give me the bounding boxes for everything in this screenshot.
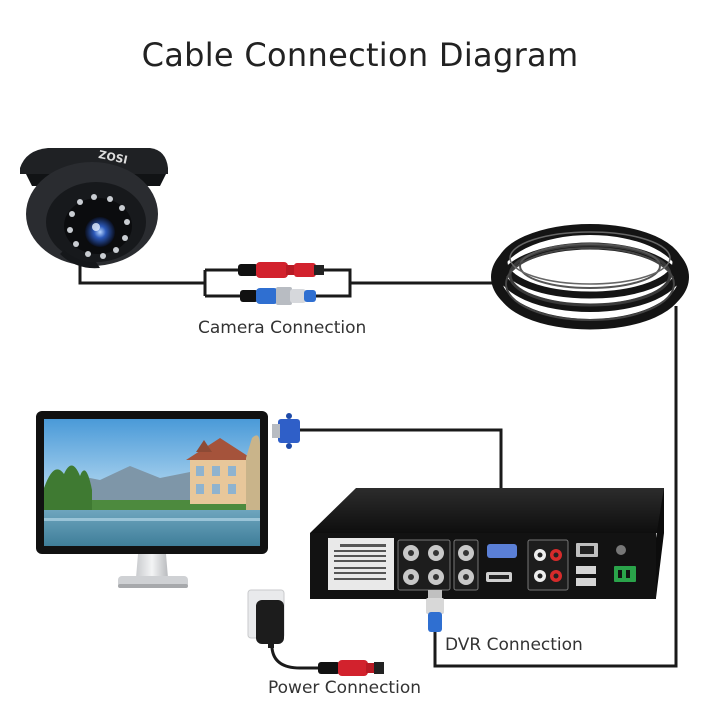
camera-pigtail-wire [78, 262, 205, 285]
video-connector-blue [240, 287, 316, 305]
power-connector-dvr [318, 660, 384, 676]
monitor [36, 411, 268, 588]
bnc-cable-reel [491, 224, 689, 330]
camera-connectors [238, 262, 324, 305]
power-wire [268, 631, 322, 670]
power-connector-red [238, 262, 324, 278]
vga-port [487, 544, 517, 558]
vga-cable-wire [300, 428, 503, 500]
power-connection-label: Power Connection [268, 678, 421, 698]
monitor-stand [136, 554, 168, 578]
vga-connector-monitor [272, 413, 300, 449]
camera-connection-label: Camera Connection [198, 318, 367, 338]
audio-ports [527, 539, 569, 591]
hdmi-port [486, 572, 512, 582]
usb-ports [576, 566, 596, 586]
video-connector-dvr [426, 590, 444, 632]
dc-power-port [614, 566, 636, 582]
power-adapter [247, 589, 285, 648]
video-out-ports [453, 539, 479, 591]
wiring [78, 262, 678, 670]
video-in-ports [397, 539, 451, 591]
camera-splitter-wire [203, 268, 500, 298]
network-port [576, 543, 598, 557]
dvr-recorder [310, 488, 664, 599]
reel-to-dvr-wire [433, 306, 678, 668]
dvr-connection-label: DVR Connection [445, 635, 583, 655]
page-title: Cable Connection Diagram [141, 36, 579, 74]
reset-button [616, 545, 626, 555]
dome-camera [20, 148, 168, 269]
